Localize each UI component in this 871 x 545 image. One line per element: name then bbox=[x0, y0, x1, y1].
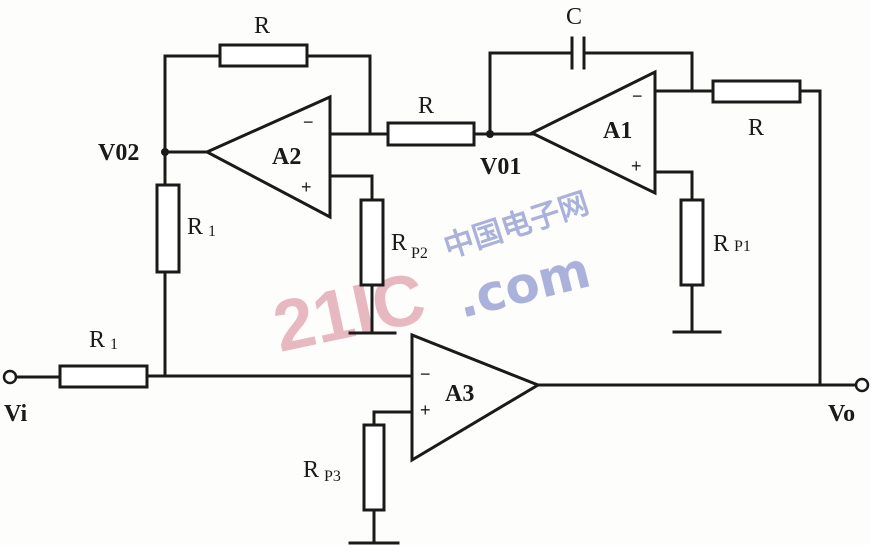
resistor-r-a1-out bbox=[711, 79, 802, 104]
label-rp3: R bbox=[303, 457, 319, 483]
label-r1-input-sub: 1 bbox=[110, 336, 118, 353]
a1-plus-sign: + bbox=[631, 156, 642, 176]
label-rp3-sub: P3 bbox=[324, 468, 341, 485]
label-r-feedback: R bbox=[254, 13, 270, 39]
watermark: 21IC 中国电子网 .com bbox=[267, 186, 596, 368]
opamp-a3: − + A3 bbox=[410, 332, 542, 463]
labels: R R R C V02 V01 R 1 R 1 R P2 R P1 R P3 V… bbox=[4, 4, 855, 485]
terminal-vi bbox=[2, 369, 18, 385]
node-vo1 bbox=[486, 130, 494, 138]
label-rp2-sub: P2 bbox=[411, 245, 428, 262]
resistor-r-feedback bbox=[218, 43, 309, 68]
opamp-a2: − + A2 bbox=[203, 94, 332, 220]
a1-minus-sign: − bbox=[632, 86, 643, 106]
a2-minus-sign: − bbox=[303, 112, 314, 132]
label-r1-input: R bbox=[89, 327, 105, 353]
node-vo2 bbox=[161, 148, 169, 156]
resistor-rp2 bbox=[359, 198, 385, 287]
label-r1-vertical-sub: 1 bbox=[208, 223, 216, 240]
resistor-r1-vertical bbox=[155, 183, 181, 274]
resistor-r-mid bbox=[386, 121, 476, 147]
a2-label: A2 bbox=[272, 144, 301, 170]
label-c: C bbox=[566, 4, 582, 30]
label-vo1: V01 bbox=[480, 154, 521, 180]
label-vo: Vo bbox=[828, 401, 855, 427]
label-r-mid: R bbox=[418, 93, 434, 119]
resistor-rp1 bbox=[679, 198, 705, 287]
label-vo2: V02 bbox=[98, 140, 139, 166]
a3-plus-sign: + bbox=[420, 400, 431, 420]
label-vi: Vi bbox=[4, 401, 27, 427]
label-rp1-sub: P1 bbox=[734, 238, 751, 255]
label-rp1: R bbox=[713, 231, 729, 257]
capacitor-c bbox=[570, 36, 586, 70]
watermark-logo: 21IC bbox=[267, 258, 432, 368]
label-r-a1-out: R bbox=[748, 115, 764, 141]
wires bbox=[14, 51, 858, 545]
a3-minus-sign: − bbox=[420, 364, 431, 384]
label-rp2: R bbox=[391, 230, 407, 256]
label-r1-vertical: R bbox=[187, 214, 203, 240]
resistor-rp3 bbox=[362, 423, 386, 512]
terminal-vo bbox=[854, 377, 870, 393]
a2-plus-sign: + bbox=[301, 177, 312, 197]
a3-label: A3 bbox=[445, 381, 474, 407]
opamp-a1: − + A1 bbox=[528, 69, 657, 196]
a1-label: A1 bbox=[603, 118, 632, 144]
resistor-r1-input bbox=[58, 364, 149, 389]
